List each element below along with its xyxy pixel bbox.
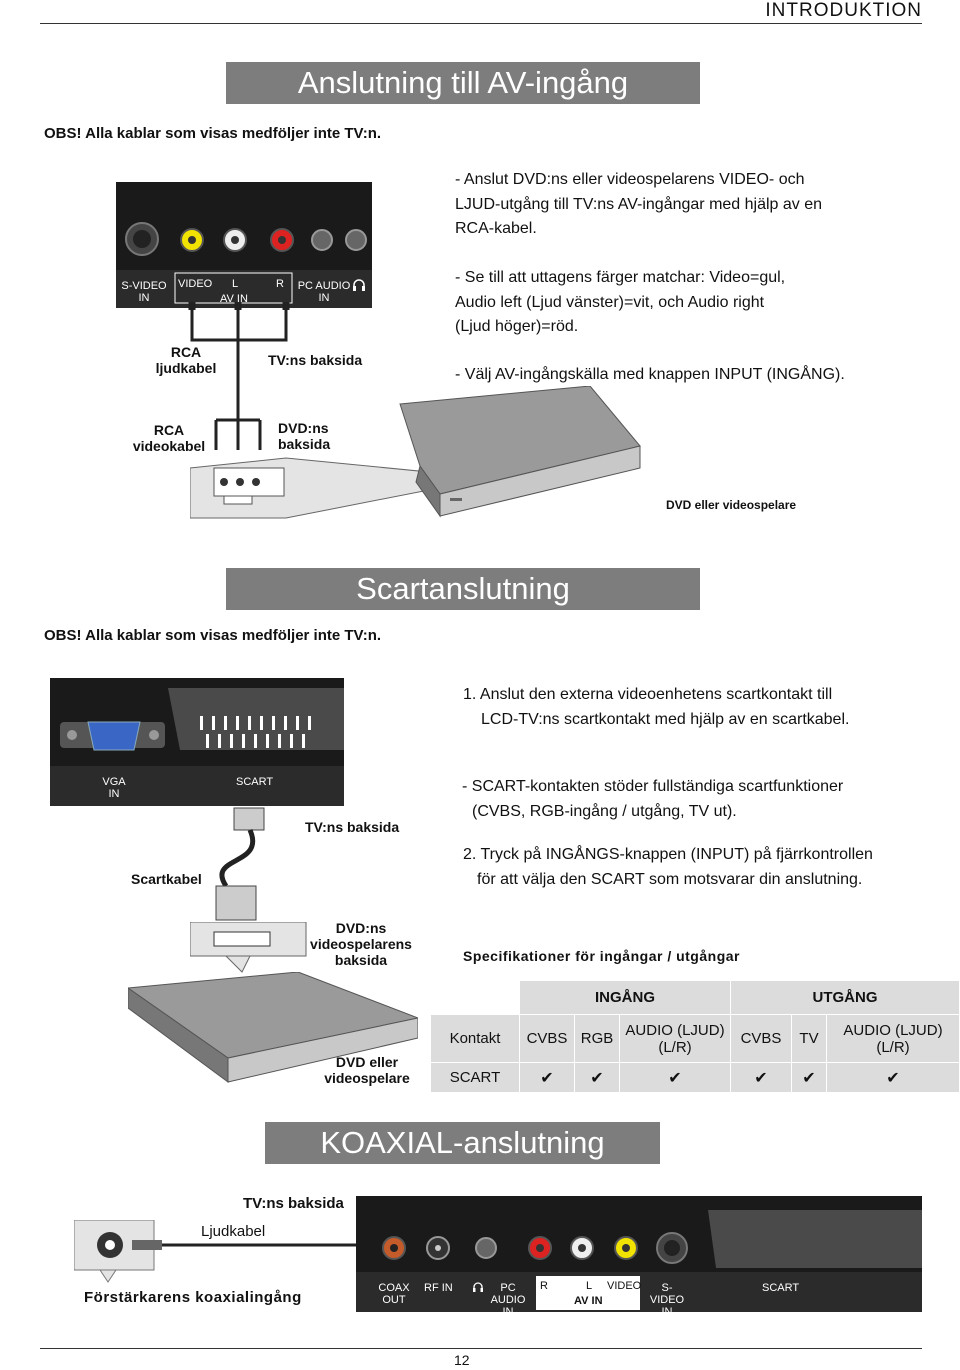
- av-tv-back-label: TV:ns baksida: [268, 352, 363, 368]
- av-dvd-player-label: DVD eller videospelare: [666, 498, 797, 512]
- scart-title: Scartanslutning: [356, 571, 570, 606]
- spec-col-tv: TV: [791, 1014, 827, 1063]
- av-instruction-2: - Se till att uttagens färger matchar: V…: [455, 269, 786, 335]
- scart-dvd-player: [128, 972, 418, 1083]
- av-title-banner: Anslutning till AV-ingång: [226, 62, 700, 104]
- koax-panel-ports: [356, 1196, 922, 1312]
- koax-rfin-label: RF IN: [424, 1282, 453, 1294]
- scart-cable-label: Scartkabel: [131, 871, 202, 887]
- koax-title-banner: KOAXIAL-anslutning: [265, 1122, 660, 1164]
- koax-l-label: L: [586, 1280, 593, 1292]
- scart-obs-note: OBS! Alla kablar som visas medföljer int…: [44, 627, 382, 644]
- spec-in-header: INGÅNG: [519, 980, 731, 1015]
- scart-cable: [215, 807, 265, 921]
- spec-row2-label: SCART: [430, 1062, 520, 1093]
- koax-video-label: VIDEO: [607, 1280, 642, 1292]
- koax-amp-input-label: Förstärkarens koaxialingång: [84, 1289, 302, 1306]
- koax-avin-label: AV IN: [574, 1295, 603, 1307]
- av-rca-cables: [188, 302, 290, 450]
- scart-panel-ports: [50, 678, 344, 806]
- koax-cable-illustration: [74, 1220, 390, 1283]
- koax-title: KOAXIAL-anslutning: [320, 1125, 605, 1160]
- spec-col-cvbs-in: CVBS: [519, 1014, 575, 1063]
- koax-scart-label: SCART: [762, 1282, 800, 1294]
- spec-table: INGÅNG UTGÅNG Kontakt CVBS RGB AUDIO (LJ…: [430, 980, 960, 1093]
- av-title: Anslutning till AV-ingång: [297, 65, 629, 100]
- spec-title: Specifikationer för ingångar / utgångar: [463, 948, 740, 964]
- scart-instruction-1: 1. Anslut den externa videoenhetens scar…: [463, 686, 850, 728]
- page-number: 12: [448, 1352, 476, 1368]
- av-video-label: VIDEO: [178, 278, 213, 290]
- spec-col-cvbs-out: CVBS: [730, 1014, 792, 1063]
- headphone-icon: [353, 279, 365, 291]
- spec-check: ✔: [826, 1062, 960, 1093]
- scart-dvd-back: [190, 922, 307, 973]
- av-l-label: L: [232, 278, 239, 290]
- spec-col-audio-out: AUDIO (LJUD) (L/R): [826, 1014, 960, 1063]
- scart-scart-label: SCART: [236, 776, 274, 788]
- scart-title-banner: Scartanslutning: [226, 568, 700, 610]
- scart-instruction-2: - SCART-kontakten stöder fullständiga sc…: [462, 778, 844, 820]
- spec-col-audio-in: AUDIO (LJUD) (L/R): [619, 1014, 731, 1063]
- koax-audio-cable-label: Ljudkabel: [201, 1223, 266, 1240]
- av-instruction-1: - Anslut DVD:ns eller videospelarens VID…: [455, 171, 823, 237]
- spec-check: ✔: [730, 1062, 792, 1093]
- av-r-label: R: [276, 278, 284, 290]
- spec-check: ✔: [791, 1062, 827, 1093]
- spec-check: ✔: [619, 1062, 731, 1093]
- scart-tv-back-label: TV:ns baksida: [305, 819, 400, 835]
- spec-col-rgb: RGB: [574, 1014, 620, 1063]
- koax-r-label: R: [540, 1280, 548, 1292]
- koax-tv-back-label: TV:ns baksida: [243, 1195, 344, 1212]
- av-obs-note: OBS! Alla kablar som visas medföljer int…: [44, 125, 382, 142]
- header-rule: [40, 23, 922, 24]
- av-panel-jacks: [116, 182, 372, 308]
- spec-corner: [430, 980, 520, 1015]
- spec-out-header: UTGÅNG: [730, 980, 960, 1015]
- av-dvd-illustration: [190, 386, 641, 519]
- headphone-icon: [473, 1282, 483, 1292]
- av-instruction-3: - Välj AV-ingångskälla med knappen INPUT…: [455, 366, 845, 383]
- section-header: INTRODUKTION: [765, 0, 922, 21]
- spec-check: ✔: [519, 1062, 575, 1093]
- spec-row-label: Kontakt: [430, 1014, 520, 1063]
- footer-rule: [40, 1348, 922, 1349]
- scart-instruction-3: 2. Tryck på INGÅNGS-knappen (INPUT) på f…: [463, 846, 873, 888]
- spec-check: ✔: [574, 1062, 620, 1093]
